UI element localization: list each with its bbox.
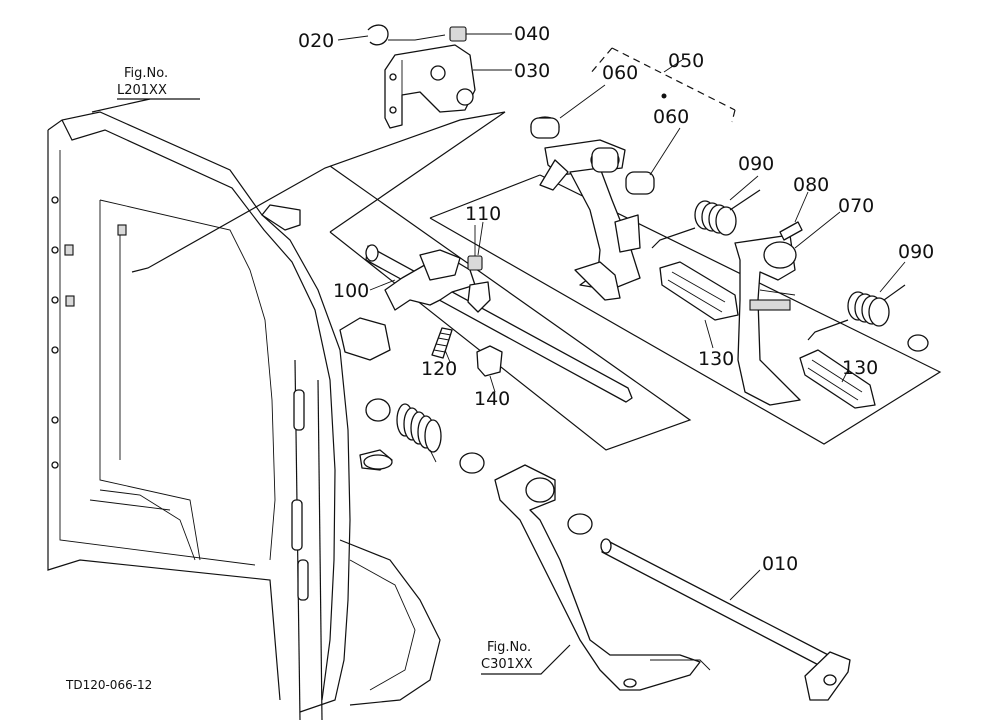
bushing-060-right (907, 334, 929, 352)
tractor-frame (47, 111, 441, 721)
bushing-lower-1 (365, 398, 391, 422)
nut-110 (467, 225, 483, 271)
callout-090-b: 090 (898, 241, 934, 263)
pedal-050 (530, 47, 736, 301)
callout-080: 080 (793, 174, 829, 196)
drawing-code: TD120-066-12 (65, 678, 152, 692)
callout-070: 070 (838, 195, 874, 217)
pedal-070 (734, 234, 801, 406)
spring-120 (431, 327, 453, 359)
callout-130-a: 130 (698, 348, 734, 370)
bushing-lower-2 (459, 452, 485, 474)
callout-060-a: 060 (602, 62, 638, 84)
assembly-outline-pedal-shaft (131, 111, 692, 451)
callout-050: 050 (668, 50, 704, 72)
bracket-030 (384, 44, 476, 129)
bolt-040 (449, 26, 490, 42)
pedal-pad-130-a (659, 261, 739, 321)
fig-ref-c301-line2: C301XX (481, 657, 533, 672)
callout-110: 110 (465, 203, 501, 225)
spring-lower (396, 403, 442, 463)
callout-120: 120 (421, 358, 457, 380)
spring-090-b (807, 284, 906, 341)
callout-130-b: 130 (842, 357, 878, 379)
shaft-010 (600, 538, 851, 701)
clutch-pedal (494, 464, 711, 691)
leader-lines (337, 33, 906, 601)
cap-140 (476, 345, 503, 377)
fig-ref-c301[interactable]: Fig.No. C301XX (481, 640, 571, 675)
shaft-100 (365, 244, 633, 403)
fig-ref-l201[interactable]: Fig.No. L201XX (91, 66, 200, 113)
spring-090-a (651, 189, 761, 249)
pedal-pad-130-b (799, 349, 876, 409)
pin-080 (779, 221, 803, 241)
fig-ref-l201-line2: L201XX (117, 83, 167, 98)
fig-ref-c301-line1: Fig.No. (487, 640, 531, 655)
callout-010: 010 (762, 553, 798, 575)
callout-090-a: 090 (738, 153, 774, 175)
callout-060-b: 060 (653, 106, 689, 128)
callout-040: 040 (514, 23, 550, 45)
callout-140: 140 (474, 388, 510, 410)
bushing-lower-3 (567, 513, 593, 535)
callout-030: 030 (514, 60, 550, 82)
fig-ref-l201-line1: Fig.No. (124, 66, 168, 81)
callout-020: 020 (298, 30, 334, 52)
snap-ring-020 (367, 24, 446, 46)
callout-labels: 020 040 030 050 060 060 090 080 070 090 … (298, 23, 934, 575)
callout-100: 100 (333, 280, 369, 302)
